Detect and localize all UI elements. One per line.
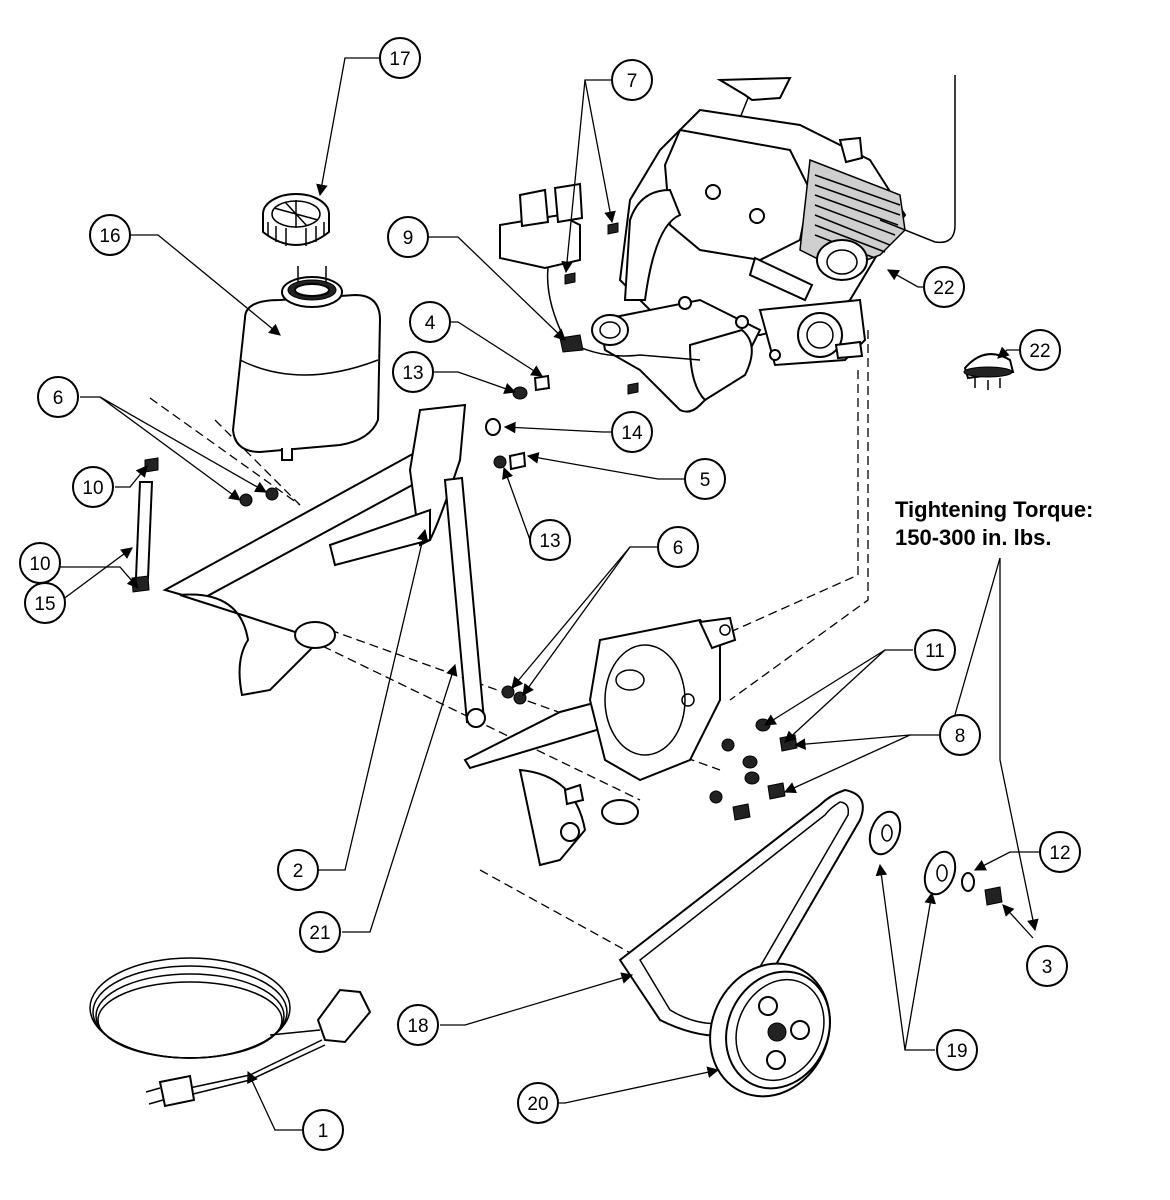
extension-cord (89, 957, 372, 1108)
svg-text:16: 16 (99, 226, 120, 247)
svg-text:19: 19 (946, 1041, 967, 1062)
svg-text:7: 7 (627, 71, 638, 92)
primer-bulb (963, 353, 1015, 390)
callout-12: 12 (1039, 831, 1081, 873)
callout-13-bottom: 13 (529, 519, 571, 561)
callout-8: 8 (939, 714, 981, 756)
torque-note-line1: Tightening Torque: (895, 497, 1094, 522)
callout-17: 17 (379, 37, 421, 79)
fasteners-top (485, 222, 639, 471)
svg-text:20: 20 (527, 1094, 548, 1115)
callout-22-engine: 22 (923, 266, 965, 308)
callout-15: 15 (24, 582, 66, 624)
torque-note: Tightening Torque: 150-300 in. lbs. (895, 496, 1093, 552)
washers-bolt (868, 810, 1003, 906)
svg-text:8: 8 (955, 726, 966, 747)
callout-14: 14 (611, 411, 653, 453)
callout-1: 1 (302, 1109, 344, 1151)
svg-text:4: 4 (425, 313, 436, 334)
svg-text:14: 14 (621, 423, 643, 444)
callout-22-primer: 22 (1019, 329, 1061, 371)
svg-text:15: 15 (34, 594, 55, 615)
callout-3: 3 (1026, 945, 1068, 987)
callout-16: 16 (89, 214, 131, 256)
svg-text:22: 22 (1029, 341, 1050, 362)
svg-text:10: 10 (82, 478, 103, 499)
svg-text:18: 18 (407, 1016, 428, 1037)
callout-9: 9 (387, 216, 429, 258)
callout-11: 11 (914, 629, 956, 671)
callout-10-bottom: 10 (19, 542, 61, 584)
callout-7: 7 (611, 59, 653, 101)
svg-text:12: 12 (1049, 843, 1070, 864)
svg-text:6: 6 (53, 388, 64, 409)
svg-text:6: 6 (673, 538, 684, 559)
svg-text:13: 13 (539, 531, 560, 552)
callouts: 17 7 16 9 22 22 4 13 14 6 5 10 13 10 15 … (19, 37, 1081, 1151)
callout-6-right: 6 (657, 526, 699, 568)
svg-text:17: 17 (389, 49, 410, 70)
callout-6-left: 6 (37, 376, 79, 418)
svg-text:5: 5 (700, 470, 711, 491)
ignition-box (499, 182, 701, 361)
svg-text:11: 11 (925, 641, 945, 662)
callout-20: 20 (517, 1082, 559, 1124)
torque-note-line2: 150-300 in. lbs. (895, 525, 1052, 550)
callout-21: 21 (299, 911, 341, 953)
svg-text:9: 9 (403, 228, 414, 249)
callout-13-top: 13 (392, 351, 434, 393)
svg-text:22: 22 (933, 278, 954, 299)
callout-5: 5 (684, 458, 726, 500)
callout-10-top: 10 (72, 466, 114, 508)
svg-text:2: 2 (293, 861, 304, 882)
callout-2: 2 (277, 849, 319, 891)
svg-text:13: 13 (402, 363, 423, 384)
svg-text:1: 1 (318, 1121, 329, 1142)
svg-text:21: 21 (309, 923, 330, 944)
callout-4: 4 (409, 301, 451, 343)
callout-18: 18 (397, 1004, 439, 1046)
frame-housing (162, 403, 737, 867)
svg-text:3: 3 (1042, 957, 1053, 978)
pulley (709, 962, 831, 1098)
fuel-tank (231, 266, 382, 461)
fuel-cap (262, 193, 330, 246)
engine (591, 75, 956, 413)
svg-text:10: 10 (29, 554, 50, 575)
callout-19: 19 (936, 1029, 978, 1071)
